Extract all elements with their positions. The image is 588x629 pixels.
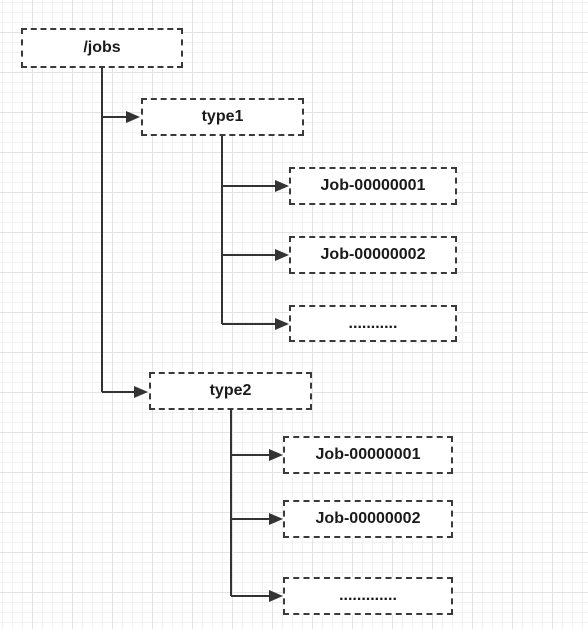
job-node-type1-1[interactable]: Job-00000001	[289, 167, 457, 205]
type1-to-job1-arrowhead	[275, 180, 289, 192]
job-node-label: ...........	[348, 314, 398, 332]
job-node-label: Job-00000002	[320, 246, 426, 263]
job-node-type2-2[interactable]: Job-00000002	[283, 500, 453, 538]
type1-to-job2-arrowhead	[275, 249, 289, 261]
job-node-label: Job-00000001	[320, 177, 426, 194]
job-node-type1-more[interactable]: ...........	[289, 305, 457, 342]
group-node-label: type1	[201, 108, 244, 125]
job-node-label: Job-00000001	[315, 446, 421, 463]
root-to-type2-arrowhead	[134, 386, 148, 398]
group-node-label: type2	[209, 382, 252, 399]
job-node-type2-1[interactable]: Job-00000001	[283, 436, 453, 474]
job-node-label: Job-00000002	[315, 510, 421, 527]
type2-to-more-arrowhead	[269, 590, 283, 602]
root-node-jobs[interactable]: /jobs	[21, 28, 183, 68]
group-node-type2[interactable]: type2	[149, 372, 312, 410]
root-node-label: /jobs	[83, 39, 121, 56]
root-to-type1-arrowhead	[126, 111, 140, 123]
job-node-type1-2[interactable]: Job-00000002	[289, 236, 457, 274]
type1-to-more-arrowhead	[275, 318, 289, 330]
type2-to-job1-arrowhead	[269, 449, 283, 461]
group-node-type1[interactable]: type1	[141, 98, 304, 136]
type2-to-job2-arrowhead	[269, 513, 283, 525]
job-node-type2-more[interactable]: .............	[283, 577, 453, 615]
job-node-label: .............	[339, 587, 397, 604]
